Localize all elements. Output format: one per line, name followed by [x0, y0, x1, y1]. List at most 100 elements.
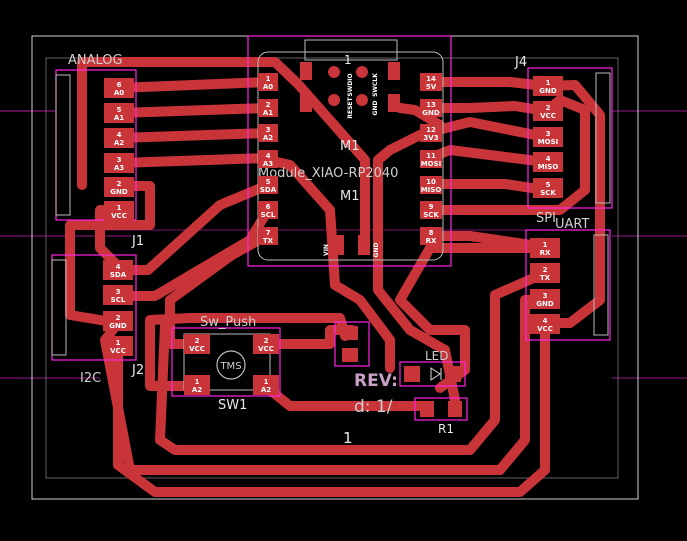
svg-text:5V: 5V [426, 83, 437, 91]
svg-text:3: 3 [266, 126, 271, 134]
xiao-pin[interactable]: 14 5V [420, 73, 442, 91]
r1-pad[interactable] [448, 401, 462, 417]
resistor-center[interactable] [334, 321, 370, 367]
svg-text:A0: A0 [114, 89, 124, 97]
led-symbol-icon [430, 367, 441, 381]
switch-pad[interactable]: 2 VCC [253, 334, 279, 354]
svg-text:13: 13 [426, 101, 436, 109]
xiao-ref-center: M1 [340, 189, 360, 204]
connector-analog[interactable]: ANALOG J1 6 A0 5 A1 4 A2 3 A3 [55, 53, 144, 249]
switch-pad[interactable]: 1 A2 [253, 375, 279, 395]
spi-courtyard [527, 67, 613, 209]
xiao-pin[interactable]: 12 3V3 [420, 124, 442, 142]
xiao-gnd-pad[interactable] [358, 235, 370, 255]
spi-pin[interactable]: 5 SCK [533, 178, 563, 198]
xiao-pin[interactable]: 8 RX [420, 227, 442, 245]
xiao-pin[interactable]: 13 GND [420, 99, 442, 117]
svg-text:GND: GND [422, 109, 440, 117]
xiao-pin[interactable]: 1 A0 [258, 73, 278, 91]
svg-text:4: 4 [117, 131, 122, 139]
svg-text:1: 1 [264, 378, 269, 386]
i2c-pin[interactable]: 1 VCC [103, 336, 133, 356]
analog-pin[interactable]: 6 A0 [104, 78, 134, 98]
spi-pin[interactable]: 4 MISO [533, 152, 563, 172]
analog-pin[interactable]: 4 A2 [104, 128, 134, 148]
fab-outline [45, 57, 619, 479]
analog-pins: 6 A0 5 A1 4 A2 3 A3 2 GND [104, 78, 134, 221]
svg-text:SCK: SCK [423, 211, 439, 219]
xiao-pin[interactable]: 6 SCL [258, 201, 278, 219]
spi-pin[interactable]: 3 MOSI [533, 127, 563, 147]
analog-pin[interactable]: 3 A3 [104, 153, 134, 173]
svg-text:5: 5 [266, 178, 271, 186]
uart-body [593, 234, 609, 336]
spi-pin[interactable]: 1 GND [533, 76, 563, 96]
svg-text:SDA: SDA [260, 186, 277, 194]
analog-pin[interactable]: 2 GND [104, 177, 134, 197]
svg-text:MOSI: MOSI [538, 138, 559, 146]
led-d1[interactable]: LED [399, 349, 466, 387]
switch-pad[interactable]: 2 VCC [184, 334, 210, 354]
led-pad[interactable] [445, 366, 461, 382]
switch-center-text: TMS [219, 361, 241, 372]
svg-text:3: 3 [543, 292, 548, 300]
date-text: d: 1/ [354, 397, 393, 417]
svg-text:2: 2 [266, 101, 271, 109]
svg-text:TX: TX [540, 274, 551, 282]
xiao-vin-pad[interactable] [332, 235, 344, 255]
switch-actuator [216, 350, 246, 380]
svg-text:10: 10 [426, 178, 436, 186]
switch-push[interactable]: TMS Sw_Push SW1 2 VCC 1 A2 2 VCC 1 A2 [171, 315, 281, 413]
switch-pad[interactable]: 1 A2 [184, 375, 210, 395]
svg-text:1: 1 [117, 204, 122, 212]
xiao-pin[interactable]: 3 A2 [258, 124, 278, 142]
analog-pin[interactable]: 1 VCC [104, 201, 134, 221]
svg-text:1: 1 [546, 79, 551, 87]
xiao-courtyard [247, 35, 452, 267]
svg-text:8: 8 [429, 229, 434, 237]
svg-text:2: 2 [116, 314, 121, 322]
xiao-pin[interactable]: 4 A3 [258, 150, 278, 168]
led-pad[interactable] [404, 366, 420, 382]
i2c-pin[interactable]: 2 GND [103, 311, 133, 331]
svg-text:2: 2 [543, 266, 548, 274]
uart-pin[interactable]: 2 TX [530, 263, 560, 283]
xiao-pin[interactable]: 5 SDA [258, 176, 278, 194]
resistor-pad[interactable] [342, 348, 358, 362]
xiao-pin[interactable]: 11 MOSI [420, 150, 442, 168]
r1-courtyard [414, 397, 468, 421]
svg-text:1: 1 [266, 75, 271, 83]
svg-text:VCC: VCC [258, 345, 274, 353]
resistor-pad[interactable] [342, 326, 358, 340]
xiao-pin[interactable]: 2 A1 [258, 99, 278, 117]
uart-pin[interactable]: 3 GND [530, 289, 560, 309]
r1-pad[interactable] [420, 401, 434, 417]
spi-pin[interactable]: 2 VCC [533, 101, 563, 121]
svg-text:MISO: MISO [538, 163, 559, 171]
uart-label: UART [555, 217, 589, 232]
analog-pin[interactable]: 5 A1 [104, 103, 134, 123]
svg-text:VCC: VCC [111, 212, 127, 220]
svg-text:4: 4 [546, 155, 551, 163]
uart-pin[interactable]: 1 RX [530, 238, 560, 258]
connector-i2c[interactable]: I2C J2 4 SDA 3 SCL 2 GND 1 VCC [51, 254, 144, 386]
svg-text:RX: RX [540, 249, 551, 257]
svg-text:SDA: SDA [110, 271, 127, 279]
xiao-value: Module_XIAO-RP2040 [258, 166, 398, 181]
xiao-pin[interactable]: 9 SCK [420, 201, 442, 219]
revision-text: REV: [354, 371, 398, 391]
xiao-pin[interactable]: 7 TX [258, 227, 278, 245]
i2c-body [51, 259, 67, 356]
resistor-courtyard [334, 321, 370, 367]
connector-uart[interactable]: UART 1 RX 2 TX 3 GND 4 VCC [525, 217, 611, 341]
connector-spi[interactable]: J4 SPI 1 GND 2 VCC 3 MOSI 4 MISO 5 SCK [514, 55, 613, 226]
svg-text:A3: A3 [114, 164, 124, 172]
module-xiao-rp2040[interactable]: 1 M1 Module_XIAO-RP2040 M1 SWDIO SWCLK R… [247, 35, 452, 267]
i2c-pin[interactable]: 3 SCL [103, 285, 133, 305]
svg-text:A3: A3 [263, 160, 273, 168]
xiao-pin[interactable]: 10 MISO [420, 176, 442, 194]
i2c-pin[interactable]: 4 SDA [103, 260, 133, 280]
uart-pin[interactable]: 4 VCC [530, 314, 560, 334]
resistor-r1[interactable]: R1 [414, 397, 468, 436]
